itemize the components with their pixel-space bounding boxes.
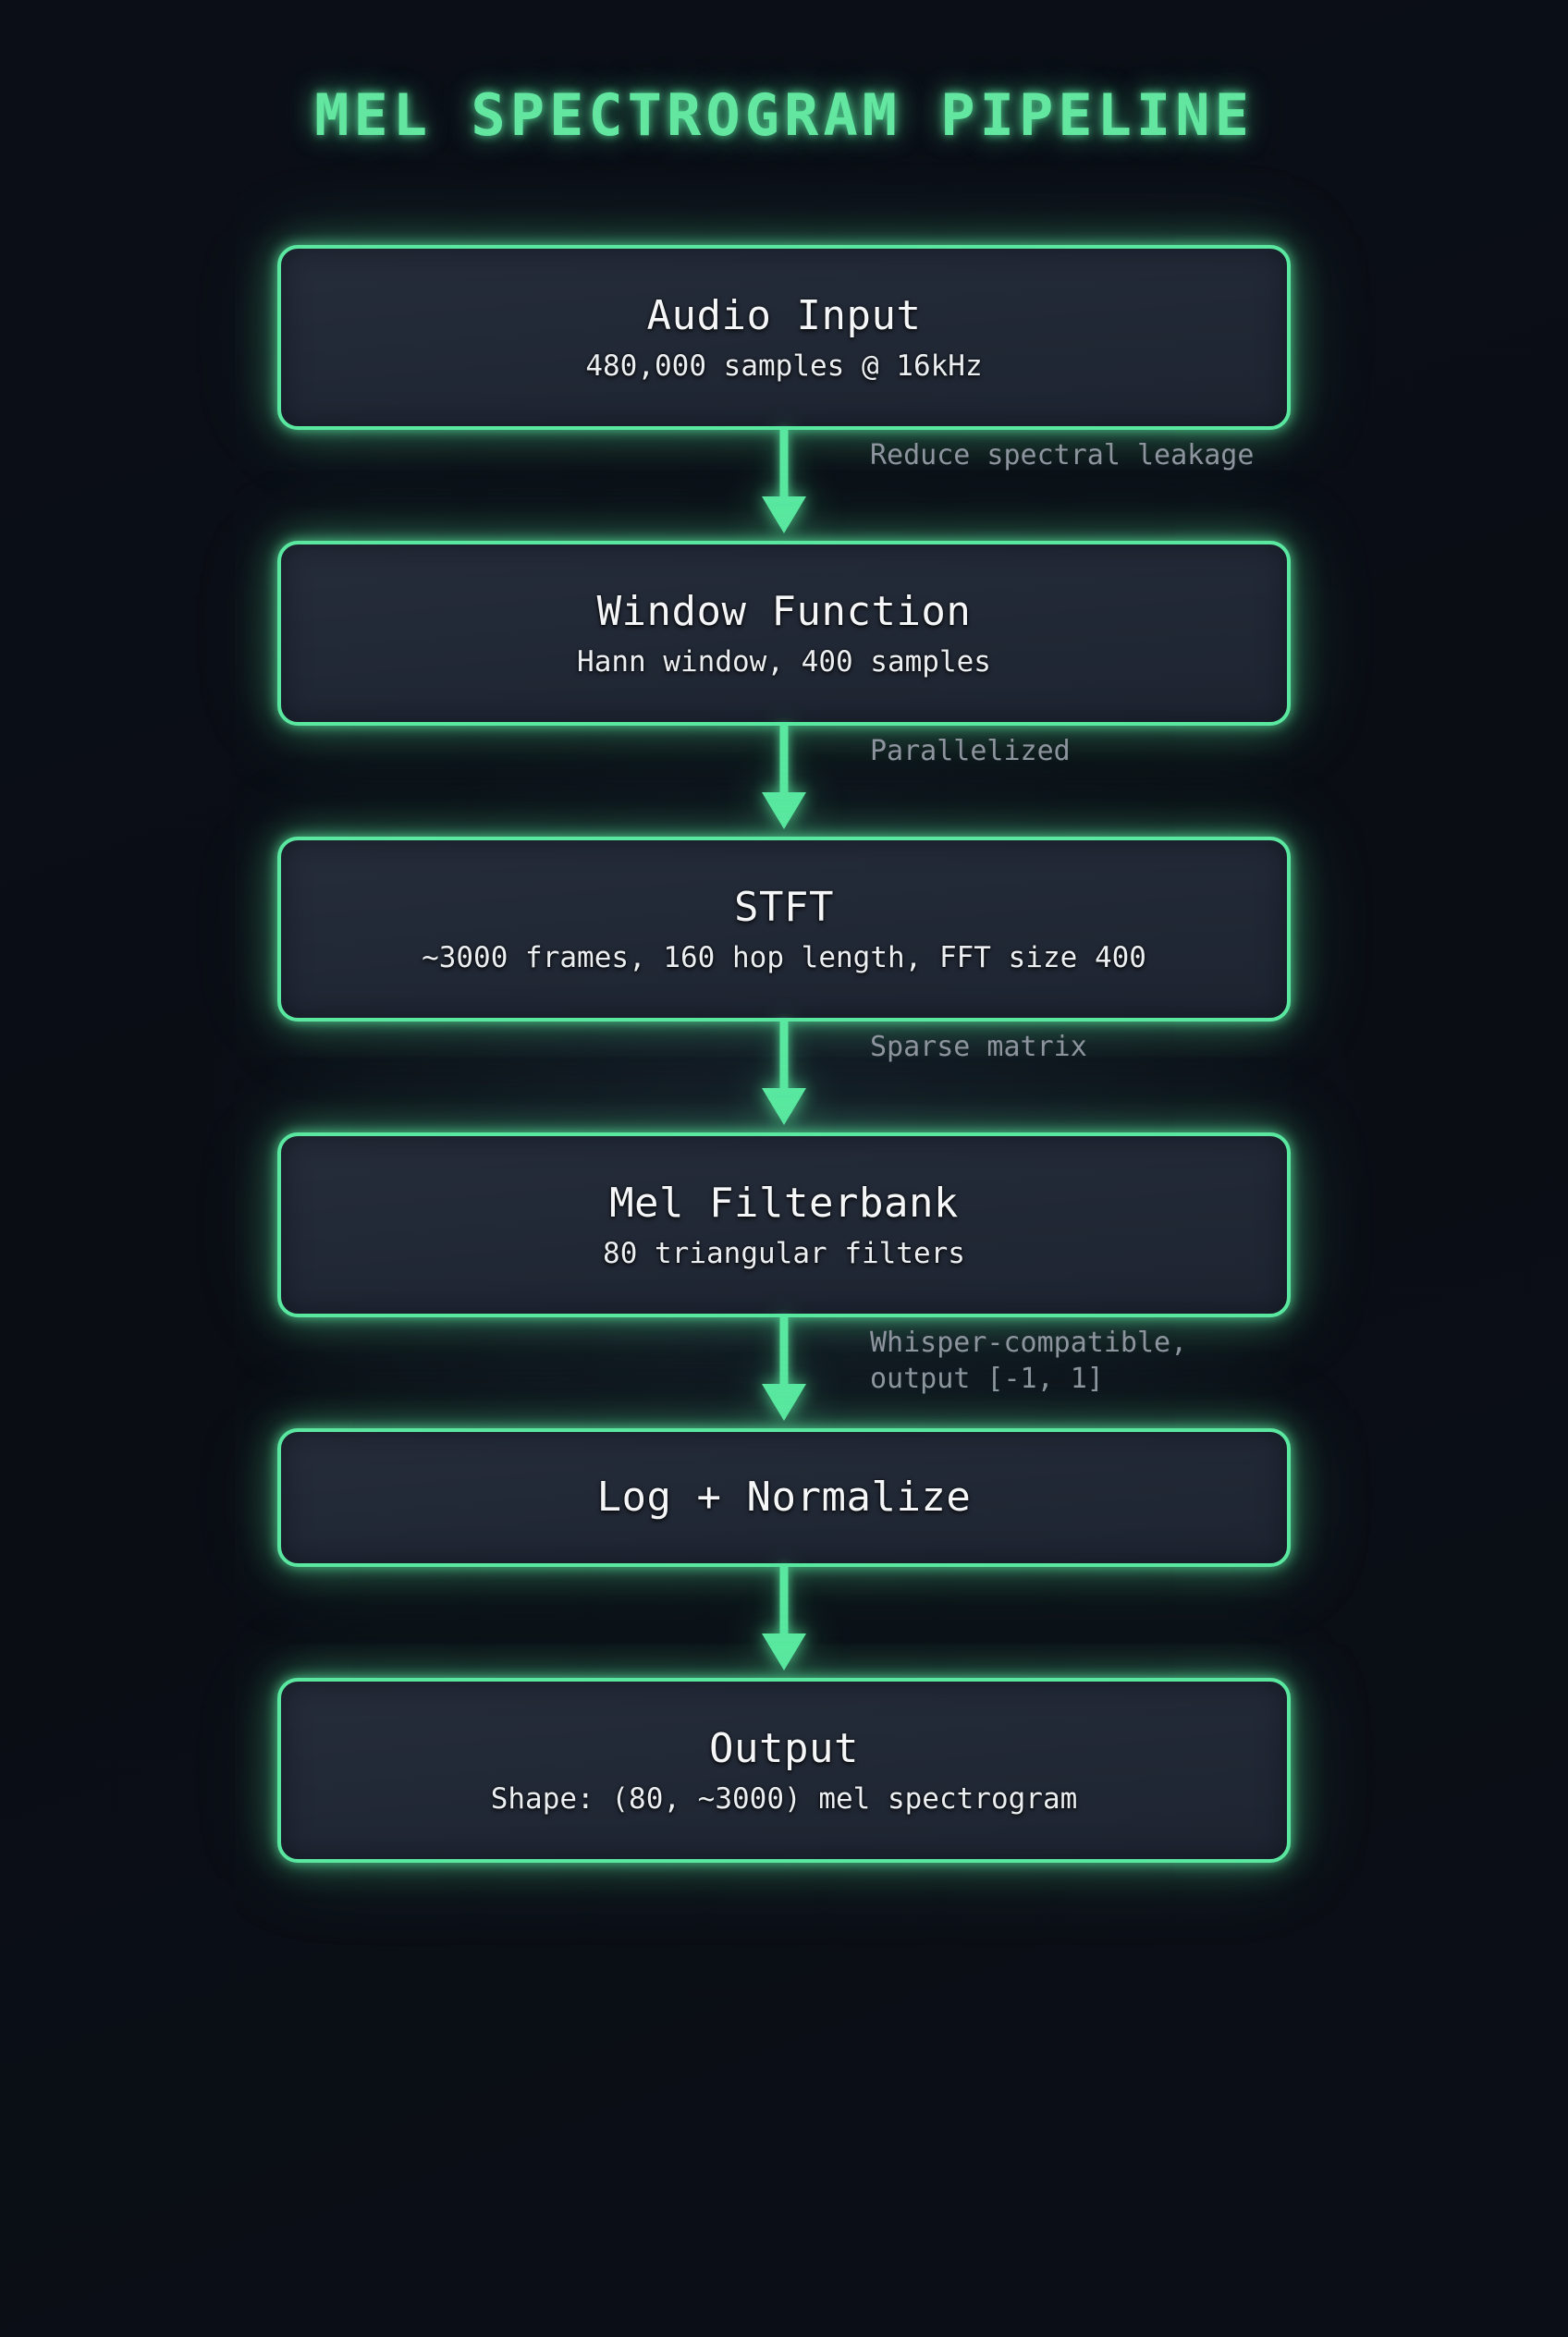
arrow-head-icon (762, 496, 806, 533)
node-subtitle: Shape: (80, ~3000) mel spectrogram (490, 1782, 1078, 1817)
connector-window-to-stft: Parallelized (277, 726, 1291, 837)
arrow-shaft-icon (779, 1317, 789, 1386)
node-title: Mel Filterbank (609, 1179, 959, 1227)
edge-label: Reduce spectral leakage (870, 439, 1255, 471)
node-title: Log + Normalize (596, 1474, 972, 1522)
edge-label: Parallelized (870, 735, 1071, 767)
arrow-head-icon (762, 1384, 806, 1421)
connector-log-normalize-to-output (277, 1567, 1291, 1678)
arrow-shaft-icon (779, 430, 789, 498)
arrow-shaft-icon (779, 1567, 789, 1635)
arrow-shaft-icon (779, 1022, 789, 1090)
node-subtitle: ~3000 frames, 160 hop length, FFT size 4… (422, 941, 1146, 975)
node-subtitle: 480,000 samples @ 16kHz (585, 349, 983, 384)
connector-audio-input-to-window: Reduce spectral leakage (277, 430, 1291, 541)
node-subtitle: Hann window, 400 samples (577, 645, 991, 679)
node-title: STFT (734, 883, 834, 931)
pipeline-flow: Audio Input 480,000 samples @ 16kHz Redu… (277, 245, 1291, 1863)
arrow-head-icon (762, 1088, 806, 1125)
node-title: Output (709, 1724, 859, 1772)
connector-stft-to-mel-filterbank: Sparse matrix (277, 1022, 1291, 1132)
edge-label: Whisper-compatible, output [-1, 1] (870, 1327, 1188, 1395)
connector-mel-filterbank-to-log-normalize: Whisper-compatible, output [-1, 1] (277, 1317, 1291, 1428)
node-title: Window Function (596, 587, 972, 635)
node-window-function[interactable]: Window Function Hann window, 400 samples (277, 541, 1291, 726)
node-mel-filterbank[interactable]: Mel Filterbank 80 triangular filters (277, 1132, 1291, 1317)
node-audio-input[interactable]: Audio Input 480,000 samples @ 16kHz (277, 245, 1291, 430)
node-subtitle: 80 triangular filters (603, 1237, 965, 1271)
node-title: Audio Input (646, 291, 922, 339)
arrow-shaft-icon (779, 726, 789, 794)
arrow-head-icon (762, 1633, 806, 1670)
node-output[interactable]: Output Shape: (80, ~3000) mel spectrogra… (277, 1678, 1291, 1863)
node-stft[interactable]: STFT ~3000 frames, 160 hop length, FFT s… (277, 837, 1291, 1022)
node-log-normalize[interactable]: Log + Normalize (277, 1428, 1291, 1567)
arrow-head-icon (762, 792, 806, 829)
page-title: MEL SPECTROGRAM PIPELINE (314, 81, 1254, 149)
edge-label: Sparse matrix (870, 1031, 1087, 1063)
